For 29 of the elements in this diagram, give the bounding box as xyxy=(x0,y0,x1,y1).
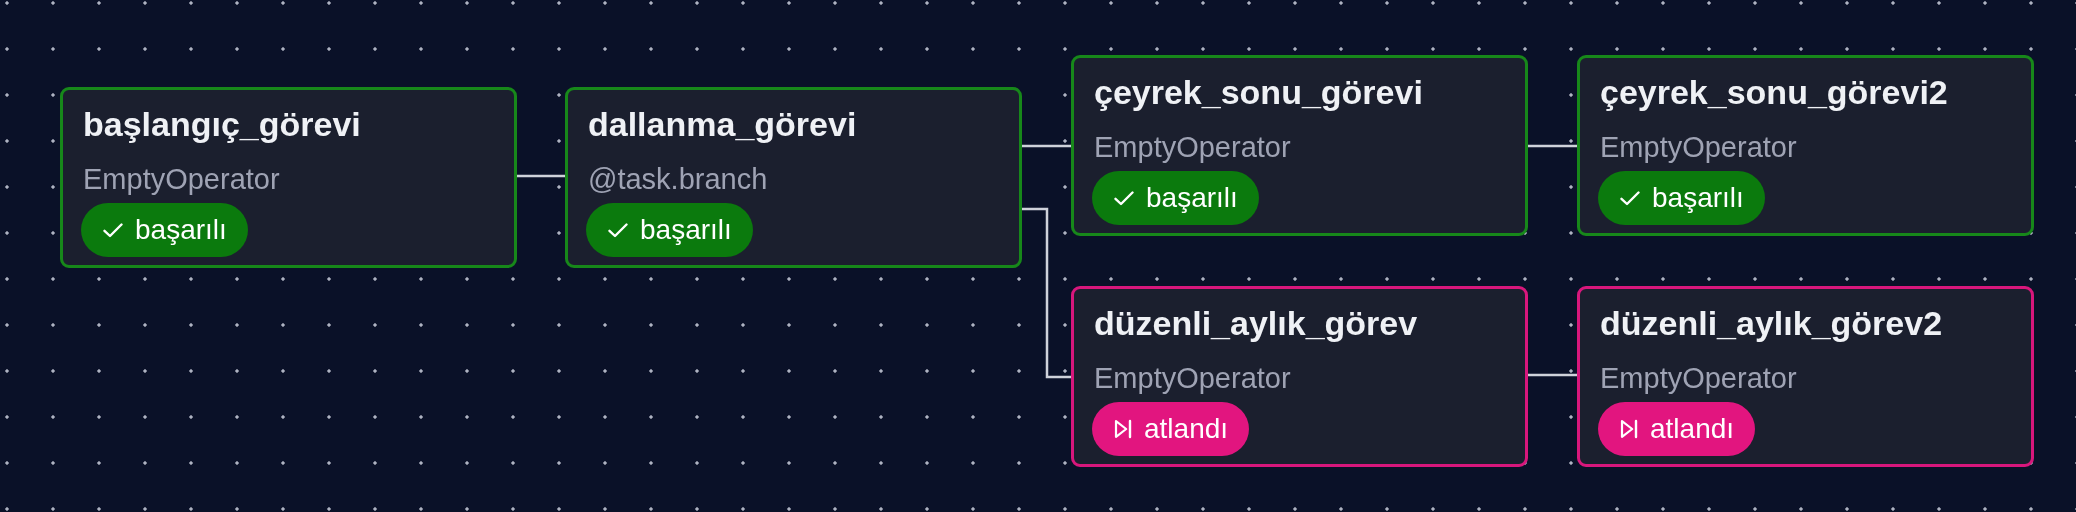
task-node xyxy=(1577,286,2034,467)
operator-name: EmptyOperator xyxy=(1600,130,1797,164)
status-label: başarılı xyxy=(1146,181,1238,215)
task-node xyxy=(565,87,1022,268)
status-label: başarılı xyxy=(640,213,732,247)
status-label: başarılı xyxy=(135,213,227,247)
task-name: çeyrek_sonu_görevi xyxy=(1094,72,1423,112)
status-label: atlandı xyxy=(1650,412,1735,446)
connector-line xyxy=(1528,144,1577,148)
task-name: düzenli_aylık_görev xyxy=(1094,303,1418,343)
task-node xyxy=(1071,286,1528,467)
task-node xyxy=(1071,55,1528,236)
connector-line xyxy=(1022,144,1071,148)
operator-name: EmptyOperator xyxy=(1094,361,1291,395)
connector-line xyxy=(1022,207,1071,379)
status-label: atlandı xyxy=(1144,412,1229,446)
task-name: düzenli_aylık_görev2 xyxy=(1600,303,1943,343)
status-label: başarılı xyxy=(1652,181,1744,215)
operator-name: EmptyOperator xyxy=(1600,361,1797,395)
connector-line xyxy=(1528,373,1577,377)
task-name: çeyrek_sonu_görevi2 xyxy=(1600,72,1948,112)
task-node xyxy=(60,87,517,268)
operator-name: EmptyOperator xyxy=(1094,130,1291,164)
task-node xyxy=(1577,55,2034,236)
operator-name: @task.branch xyxy=(588,162,768,196)
task-name: dallanma_görevi xyxy=(588,104,857,144)
task-name: başlangıç_görevi xyxy=(83,104,361,144)
connector-line xyxy=(517,174,565,178)
operator-name: EmptyOperator xyxy=(83,162,280,196)
